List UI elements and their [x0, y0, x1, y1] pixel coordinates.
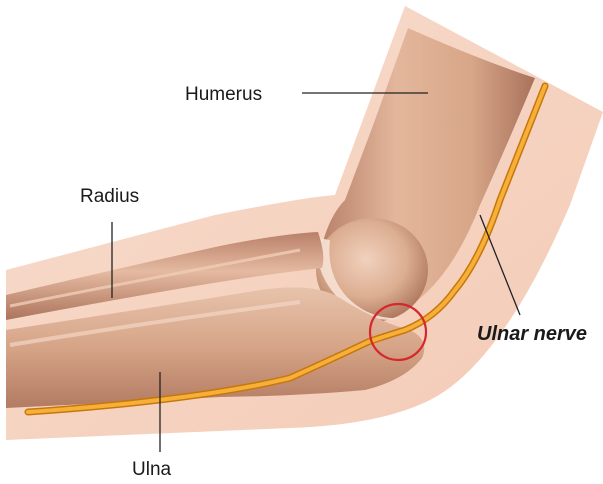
ulna-label: Ulna — [132, 459, 172, 480]
humerus-label: Humerus — [185, 84, 262, 105]
ulnar-nerve-label: Ulnar nerve — [477, 323, 587, 345]
radius-label: Radius — [80, 186, 139, 207]
